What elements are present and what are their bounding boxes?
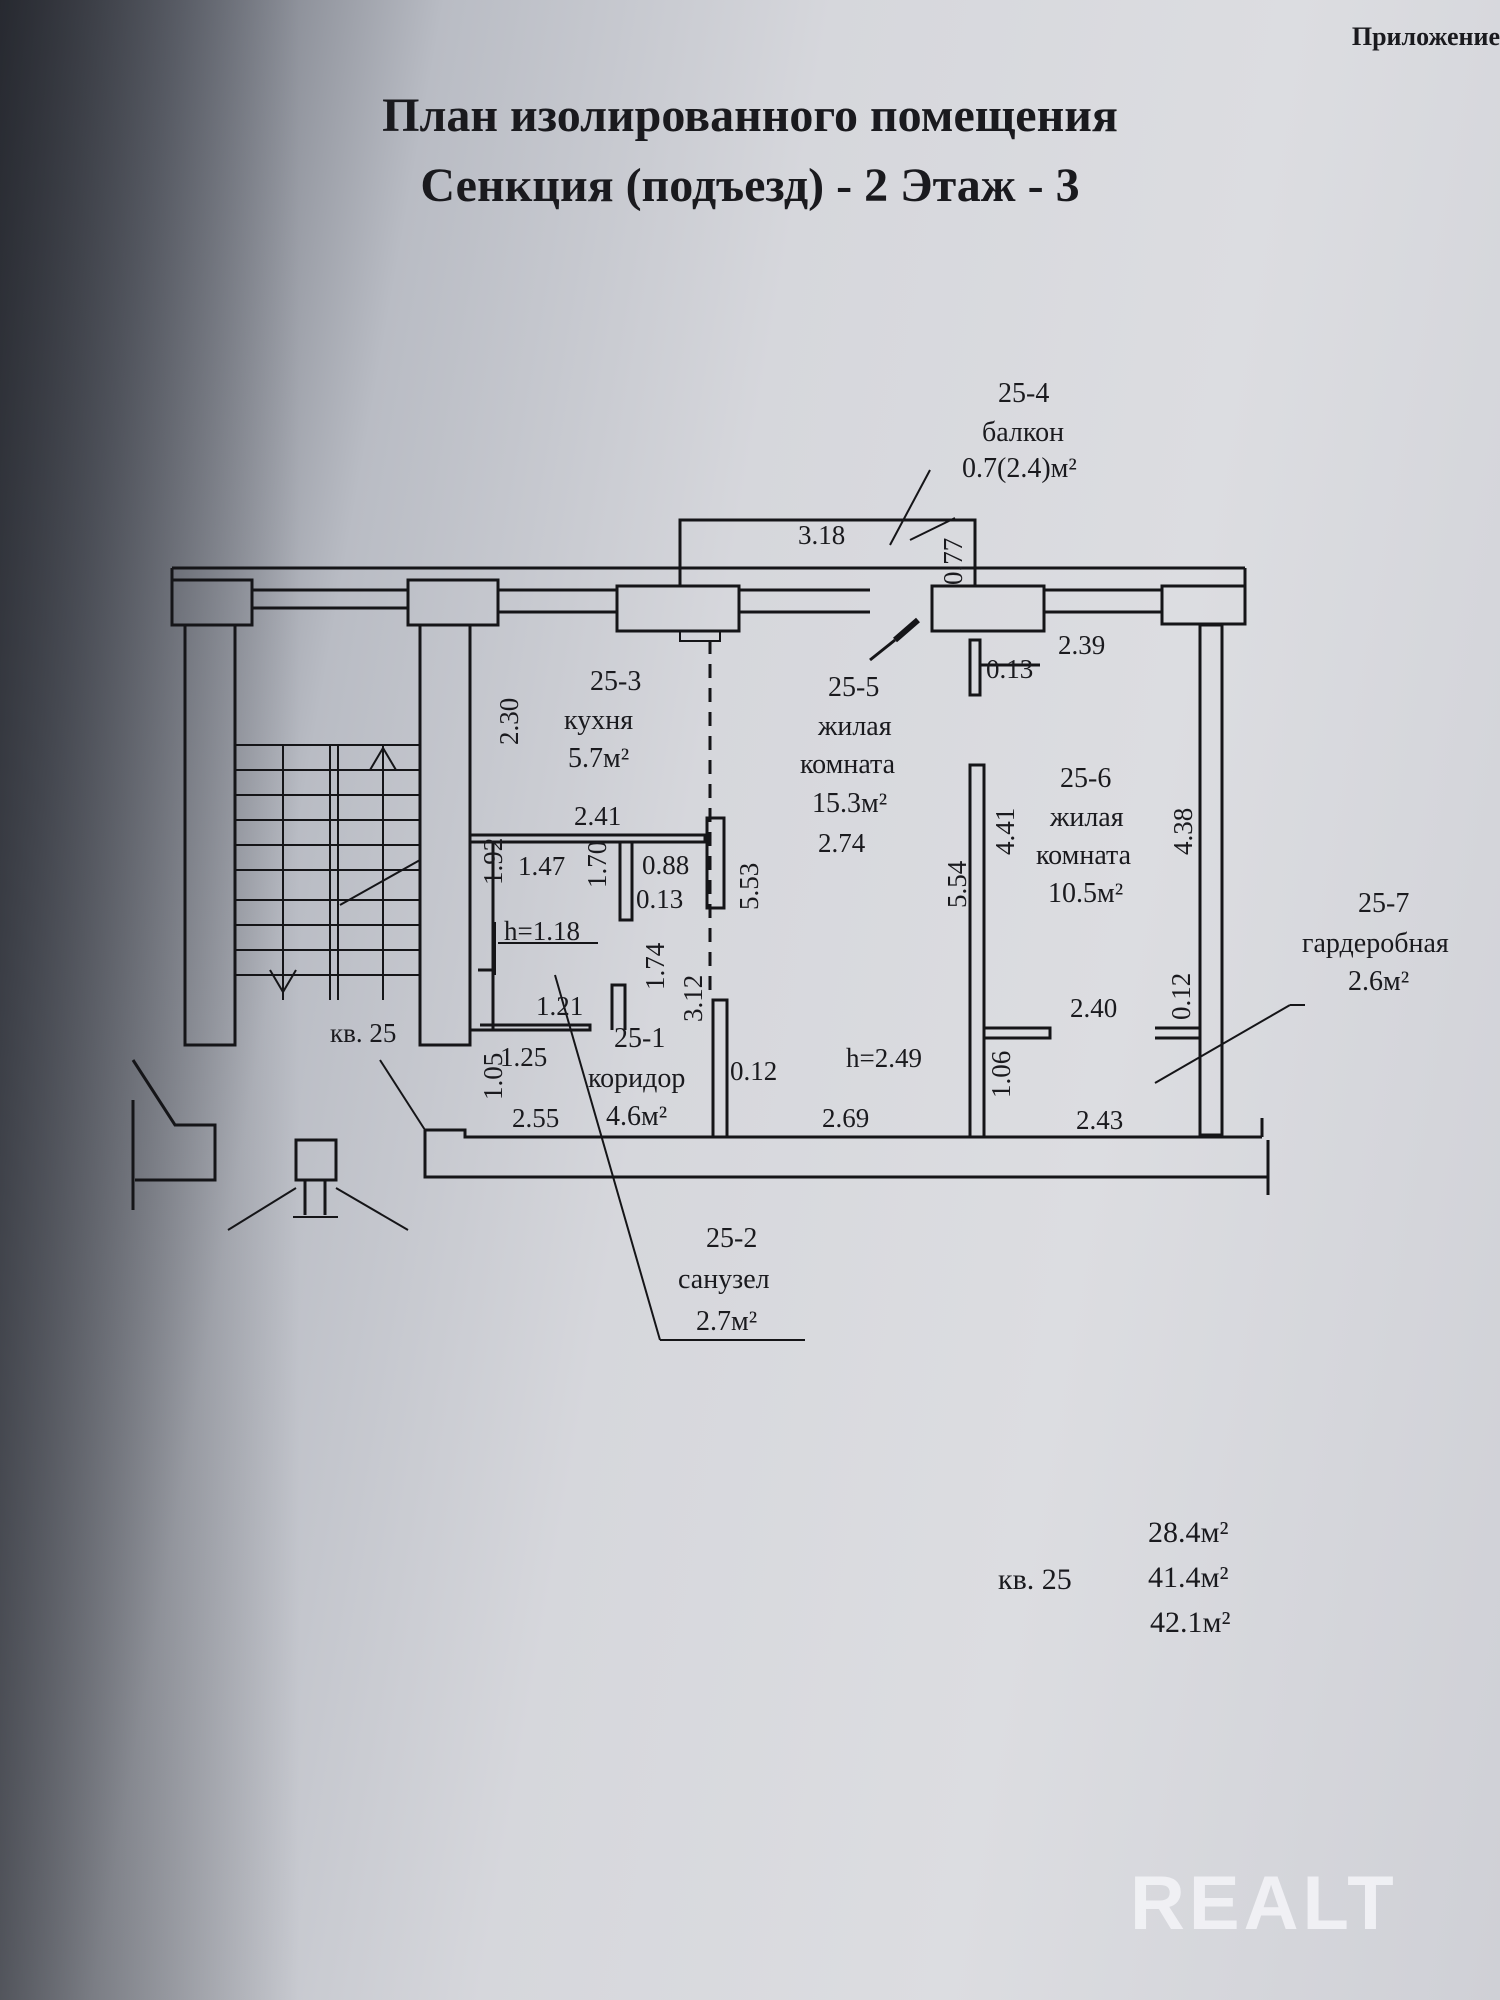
room-25-4-id: 25-4 [998, 378, 1050, 409]
dim-553: 5.53 [734, 862, 764, 910]
dim-105: 1.05 [478, 1052, 508, 1100]
partition-room56 [968, 763, 986, 1139]
room-25-4-area: 0.7(2.4)м² [962, 453, 1077, 484]
dim-243: 2.43 [1076, 1105, 1124, 1135]
dim-192: 1.92 [478, 837, 508, 885]
room-25-6-name-1: жилая [1050, 802, 1124, 833]
pillar-5 [1160, 584, 1247, 626]
room-25-1-id: 25-1 [614, 1023, 666, 1054]
corner-note: Приложение [1351, 22, 1500, 51]
stair-wall-right [418, 623, 472, 1047]
total-41: 41.4м² [1148, 1561, 1229, 1594]
realt-watermark: REALT [1130, 1861, 1398, 1946]
total-28: 28.4м² [1148, 1516, 1229, 1549]
room-25-2-name: санузел [678, 1264, 770, 1295]
dim-106: 1.06 [986, 1050, 1016, 1098]
shadow [0, 0, 300, 2000]
dim-012b: 0.12 [1166, 972, 1196, 1020]
dim-012a: 0.12 [730, 1056, 778, 1086]
wall-right [1198, 623, 1224, 1137]
room-25-6-id: 25-6 [1060, 763, 1112, 794]
room-25-5-area: 15.3м² [812, 788, 888, 819]
dim-312: 3.12 [678, 974, 708, 1022]
dim-269: 2.69 [822, 1103, 870, 1133]
dim-125: 1.25 [500, 1042, 548, 1072]
stairs [235, 744, 421, 1000]
room-25-5-name-1: жилая [818, 711, 892, 742]
dim-h118: h=1.18 [504, 916, 580, 946]
dim-balcony-depth: 0.77 [938, 537, 968, 585]
dim-441: 4.41 [990, 807, 1020, 855]
room-25-6-area: 10.5м² [1048, 878, 1124, 909]
pillar-4 [930, 584, 1046, 633]
dim-174: 1.74 [640, 942, 670, 990]
dim-274: 2.74 [818, 828, 866, 858]
room-25-7-name: гардеробная [1302, 928, 1449, 959]
plan-subtitle: Сенкция (подъезд) - 2 Этаж - 3 [420, 159, 1080, 212]
stair-wall-left [183, 623, 237, 1047]
room-25-5-name-2: комната [800, 749, 896, 780]
room-25-7-area: 2.6м² [1348, 966, 1410, 997]
dim-088: 0.88 [642, 850, 690, 880]
room-25-3-name: кухня [564, 705, 634, 736]
room-25-1-name: коридор [588, 1063, 686, 1094]
wall-bottom-inner [425, 1128, 1262, 1139]
dim-239: 2.39 [1058, 630, 1106, 660]
dim-438: 4.38 [1168, 807, 1198, 855]
apt-label: кв. 25 [330, 1018, 397, 1048]
pillar-3 [615, 584, 741, 633]
pillar-1 [170, 578, 254, 627]
dim-013b: 0.13 [636, 884, 684, 914]
dim-h249: h=2.49 [846, 1043, 922, 1073]
balcony-outline [678, 518, 977, 586]
room-25-7-id: 25-7 [1358, 888, 1410, 919]
room-25-5-id: 25-5 [828, 672, 880, 703]
plan-title: План изолированного помещения [382, 89, 1118, 142]
dim-kitchen-width: 2.41 [574, 801, 622, 831]
room-25-2-id: 25-2 [706, 1223, 758, 1254]
partition-013 [968, 638, 982, 697]
dim-147: 1.47 [518, 851, 566, 881]
dim-balcony-width: 3.18 [798, 520, 846, 550]
partition-corridor [711, 998, 729, 1139]
room-25-3-area: 5.7м² [568, 743, 630, 774]
room-25-1-area: 4.6м² [606, 1101, 668, 1132]
wall-bottom-outer [423, 1130, 1268, 1179]
dim-kitchen-height: 2.30 [494, 697, 524, 745]
dim-554: 5.54 [942, 860, 972, 908]
room-25-3-id: 25-3 [590, 666, 642, 697]
dim-013a: 0.13 [986, 654, 1034, 684]
total-42: 42.1м² [1150, 1606, 1231, 1639]
dim-121: 1.21 [536, 991, 584, 1021]
pillar-2 [406, 578, 500, 627]
room-25-2-area: 2.7м² [696, 1306, 758, 1337]
partition-553 [705, 816, 726, 910]
room-25-4-name: балкон [982, 417, 1065, 448]
dim-255: 2.55 [512, 1103, 560, 1133]
dim-240: 2.40 [1070, 993, 1118, 1023]
dim-170: 1.70 [582, 840, 612, 888]
totals-apt-label: кв. 25 [998, 1563, 1072, 1596]
room-25-6-name-2: комната [1036, 840, 1132, 871]
